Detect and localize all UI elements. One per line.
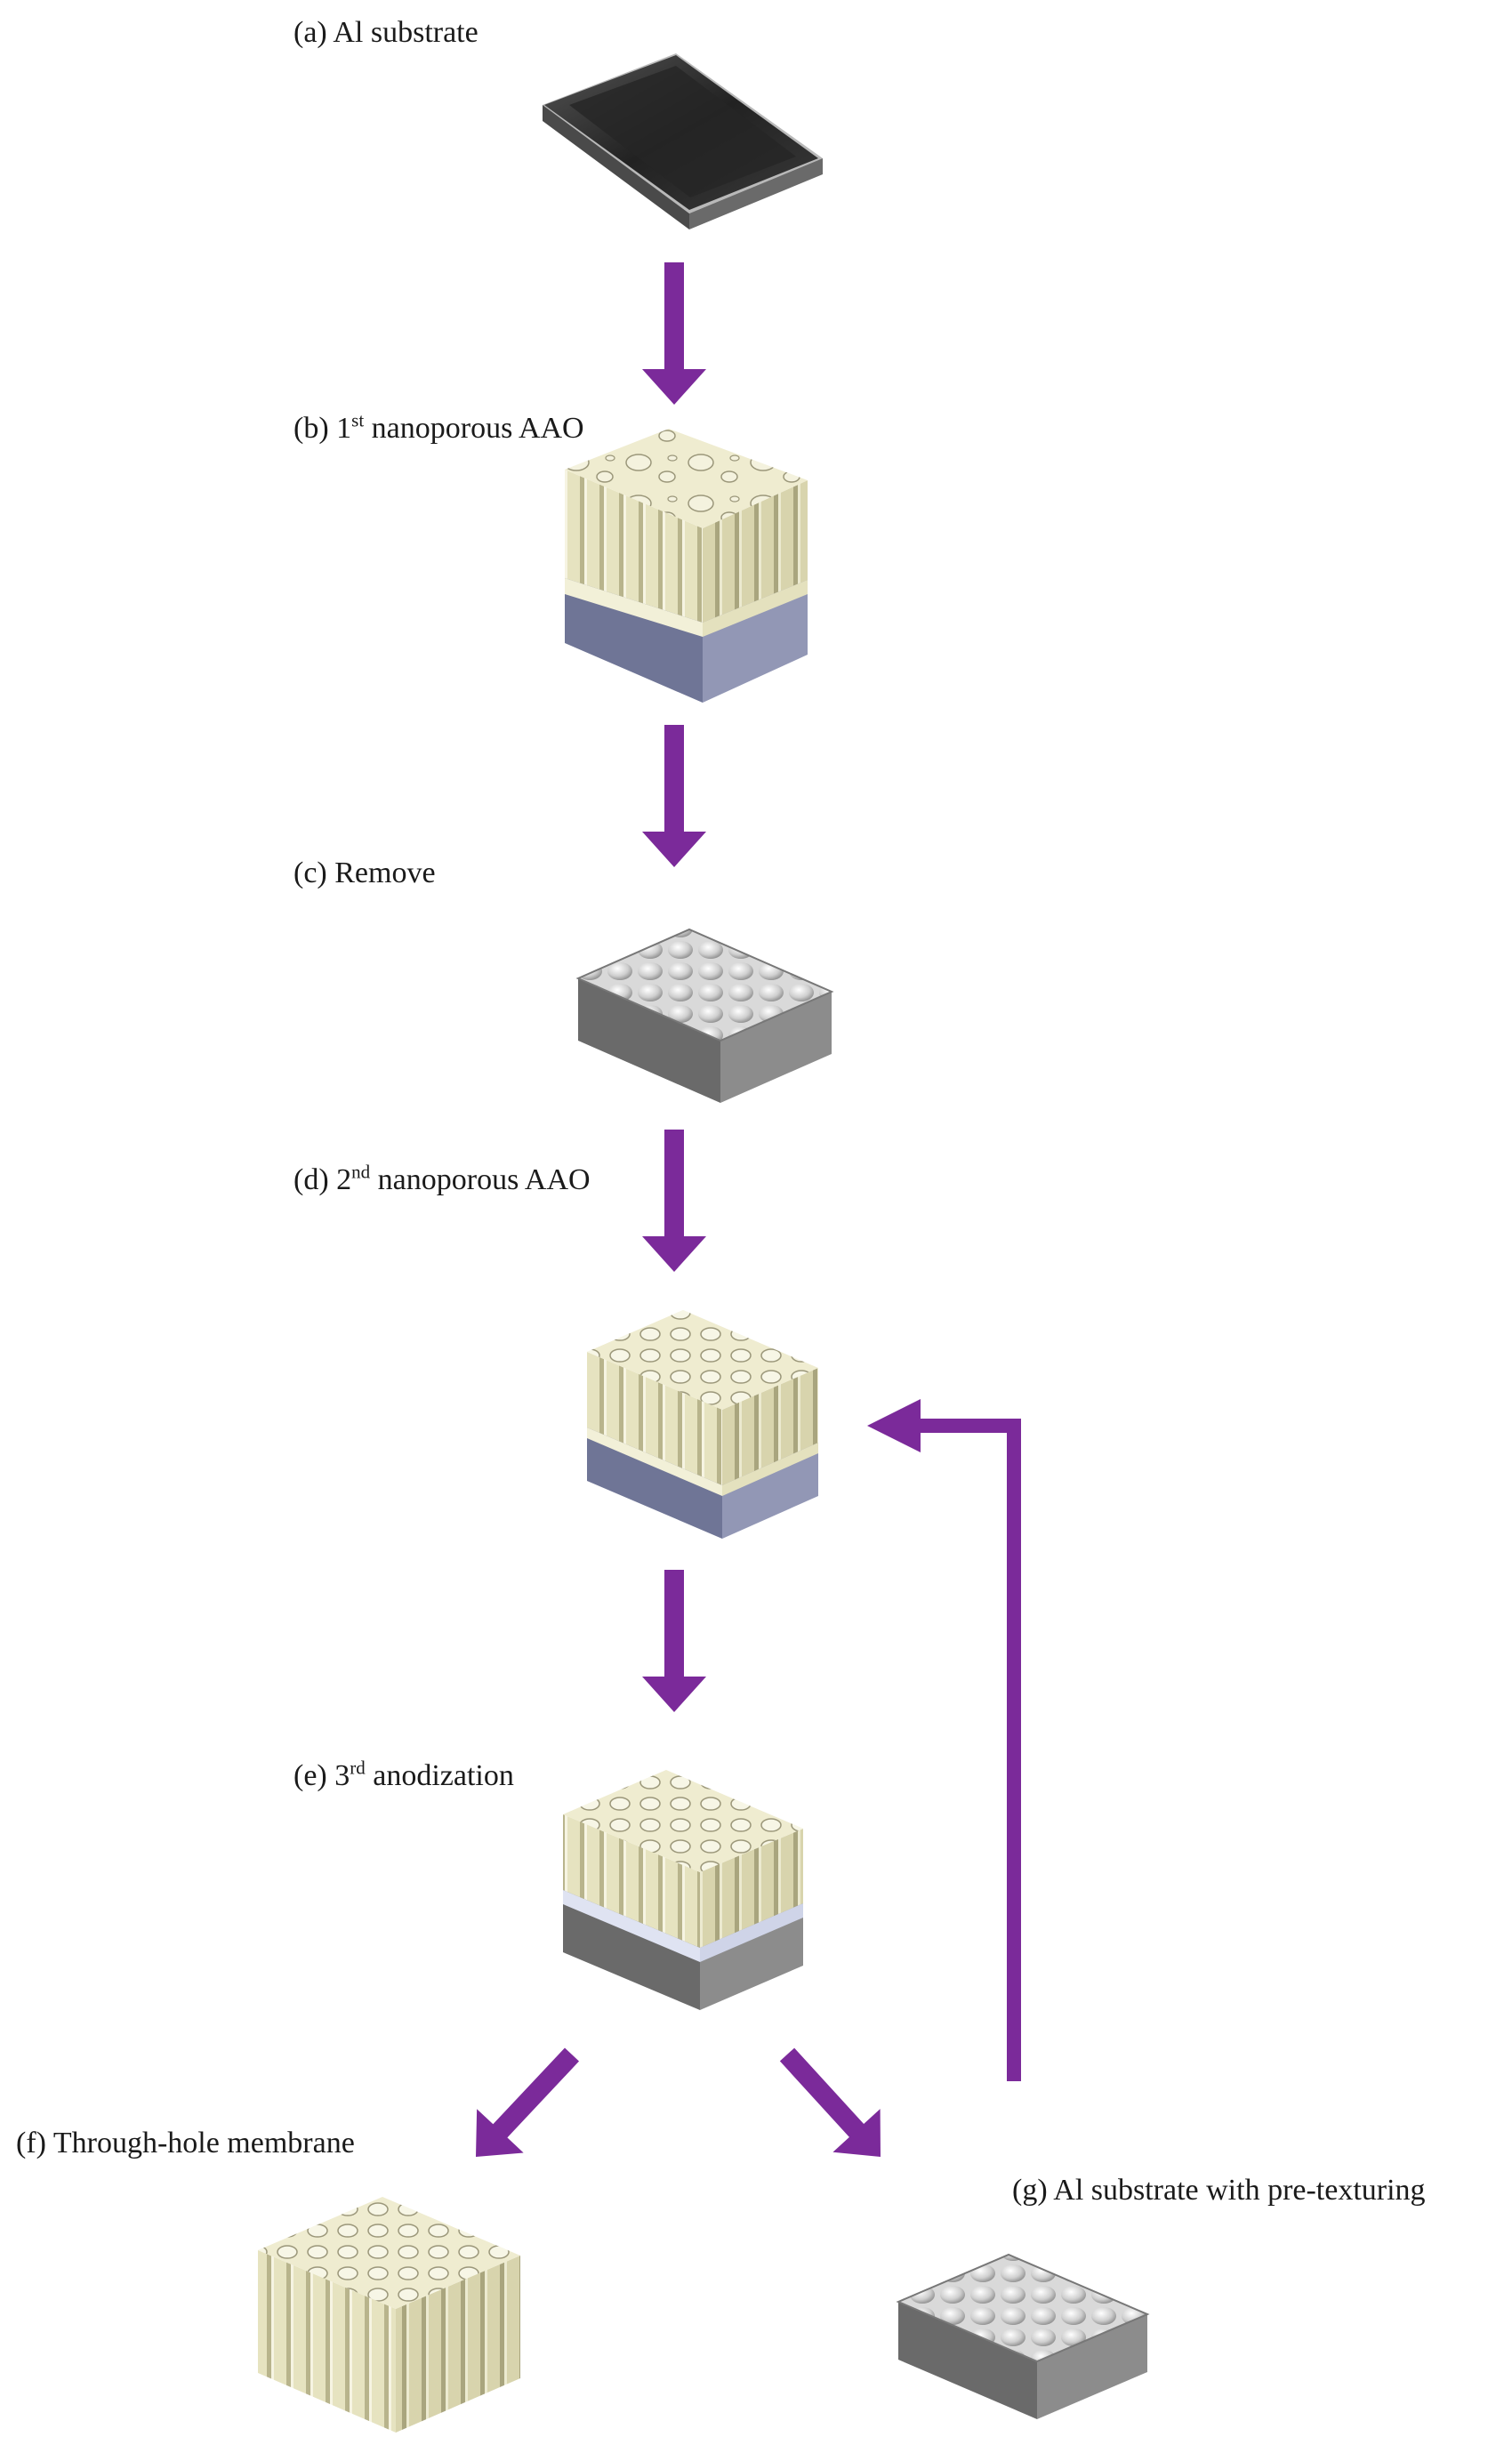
arrow-e-to-f: [476, 2047, 580, 2157]
third-anodization-block: [563, 1770, 803, 2010]
first-aao-block: [565, 429, 808, 703]
step-d-label: (d) 2nd nanoporous AAO: [294, 1161, 591, 1196]
arrow-g-to-d-feedback: [867, 1399, 1021, 2081]
arrow-d-to-e: [642, 1570, 706, 1712]
arrow-b-to-c: [642, 725, 706, 867]
arrow-e-to-g: [779, 2047, 881, 2157]
pretextured-al-substrate: [896, 2253, 1150, 2419]
step-e-label: (e) 3rd anodization: [294, 1757, 514, 1792]
arrow-c-to-d: [642, 1130, 706, 1272]
through-hole-membrane: [258, 2197, 520, 2433]
step-b-label: (b) 1st nanoporous AAO: [294, 409, 584, 445]
process-arrows: [476, 262, 1021, 2157]
removed-dimpled-al: [575, 928, 834, 1103]
arrow-a-to-b: [642, 262, 706, 405]
step-c-label: (c) Remove: [294, 857, 436, 889]
al-substrate-plate: [543, 53, 823, 229]
step-a-label: (a) Al substrate: [294, 16, 479, 49]
step-f-label: (f) Through-hole membrane: [16, 2127, 355, 2159]
second-aao-block: [587, 1310, 818, 1539]
step-g-label: (g) Al substrate with pre-texturing: [1012, 2174, 1426, 2207]
